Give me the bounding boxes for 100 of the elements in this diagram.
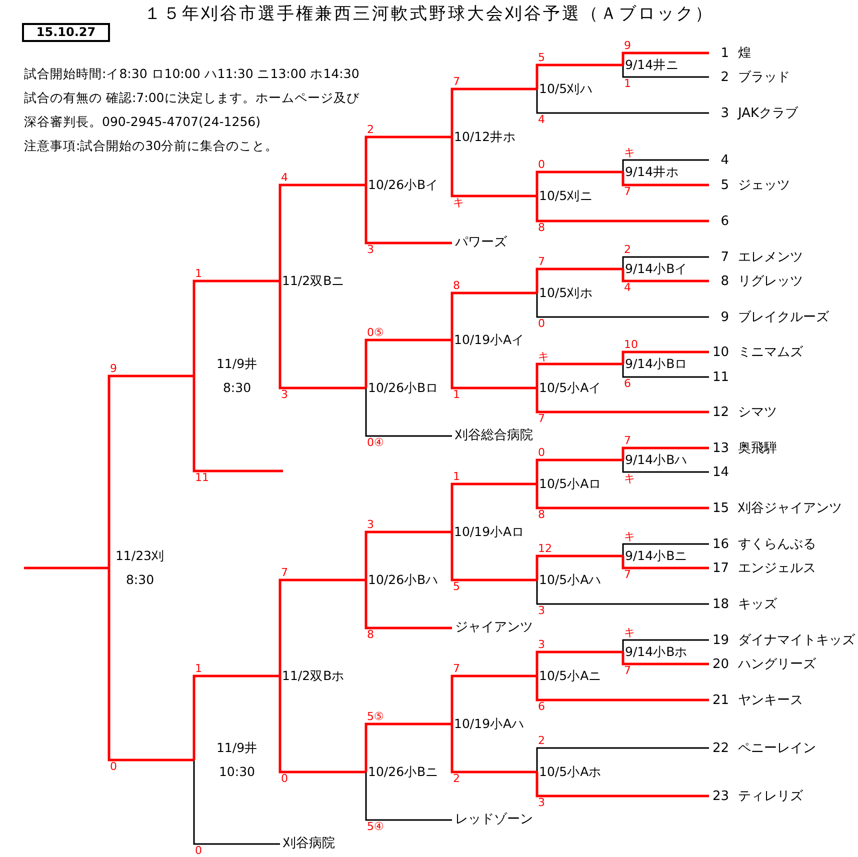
- score-label: 1: [624, 78, 631, 90]
- bracket-line: [364, 136, 452, 185]
- team-name: 刈谷病院: [280, 835, 335, 853]
- score-label: 0: [110, 761, 117, 773]
- score-label: 7: [453, 663, 460, 675]
- score-label: 8: [367, 629, 374, 641]
- score-label: 2: [624, 244, 631, 256]
- bracket-line: [622, 172, 709, 186]
- bracket-line: [622, 256, 709, 269]
- score-label: 5: [453, 581, 460, 593]
- bracket-line: [536, 196, 709, 222]
- score-label: 0: [538, 447, 545, 459]
- score-label: 1: [453, 389, 460, 401]
- team-name: 煌: [738, 45, 751, 62]
- match-label: 10/5小Aニ: [537, 668, 602, 684]
- bracket-line: [536, 362, 623, 388]
- match-label: 11/9井: [216, 740, 258, 756]
- match-label: 9/14井ニ: [623, 57, 680, 73]
- bracket-line: [278, 676, 366, 774]
- score-label: 0⑤: [367, 327, 384, 339]
- note-text: 試合開始時間:イ8:30 ロ10:00 ハ11:30 ニ13:00 ホ14:30: [24, 66, 360, 83]
- bracket-line: [622, 556, 709, 570]
- score-label: キ: [453, 197, 464, 209]
- bracket-line: [193, 760, 280, 845]
- team-name: ティレリズ: [738, 788, 803, 805]
- match-label: 9/14小Bイ: [623, 261, 688, 277]
- team-number: 22: [711, 740, 729, 756]
- match-label: 11/2双Bニ: [280, 273, 345, 289]
- date-label: 15.10.27: [22, 23, 110, 42]
- match-label: 9/14小Bハ: [623, 452, 688, 468]
- team-name: レッドゾーン: [452, 811, 533, 829]
- team-number: 20: [711, 656, 729, 672]
- bracket-line: [536, 64, 623, 89]
- team-name: キッズ: [738, 596, 777, 613]
- score-label: 4: [538, 114, 545, 126]
- bracket-line: [536, 676, 709, 702]
- bracket-line: [364, 580, 452, 630]
- bracket-line: [278, 281, 366, 390]
- match-label: 9/14小Bホ: [623, 644, 688, 660]
- team-name: JAKクラブ: [738, 105, 798, 122]
- match-time: 8:30: [126, 572, 154, 588]
- team-number: 3: [720, 106, 729, 120]
- score-label: 4: [281, 172, 288, 184]
- score-label: 8: [538, 509, 545, 521]
- score-label: 9: [624, 40, 631, 52]
- bracket-line: [364, 185, 452, 244]
- note-text: 深谷審判長。090-2945-4707(24-1256): [24, 114, 260, 131]
- team-number: 23: [711, 788, 729, 804]
- match-label: 10/5小Aロ: [537, 476, 602, 492]
- match-label: 10/5小Aホ: [537, 764, 602, 780]
- score-label: 7: [453, 76, 460, 88]
- score-label: 3: [538, 605, 545, 617]
- team-name: 刈谷ジャイアンツ: [738, 500, 842, 517]
- team-name: ジャイアンツ: [452, 619, 533, 637]
- score-label: 7: [624, 186, 631, 198]
- bracket-line: [365, 388, 452, 437]
- score-label: 7: [538, 413, 545, 425]
- team-name: ペニーレイン: [738, 740, 816, 757]
- bracket-line: [536, 268, 623, 293]
- match-label: 11/9井: [216, 356, 258, 372]
- score-label: 7: [281, 567, 288, 579]
- bracket-line: [536, 89, 709, 114]
- team-number: 8: [720, 274, 729, 288]
- score-label: 10: [624, 339, 638, 351]
- score-label: 9: [110, 363, 117, 375]
- match-label: 10/19小Aハ: [452, 716, 525, 732]
- team-number: 15: [711, 500, 729, 516]
- team-name: ミニマムズ: [738, 344, 803, 361]
- bracket-line: [622, 639, 709, 652]
- bracket-line: [536, 458, 623, 484]
- team-name: リグレッツ: [738, 273, 803, 290]
- bracket-line: [192, 376, 283, 472]
- match-label: 11/2双Bホ: [280, 668, 345, 684]
- score-label: 1: [453, 471, 460, 483]
- match-label: 10/12井ホ: [452, 129, 516, 145]
- team-name: 奥飛騨: [738, 440, 777, 457]
- team-number: 21: [711, 692, 729, 708]
- bracket-line: [24, 566, 109, 570]
- score-label: 3: [538, 639, 545, 651]
- bracket-line: [450, 88, 537, 137]
- team-number: 17: [711, 560, 729, 576]
- score-label: 0④: [367, 437, 384, 449]
- bracket-line: [536, 580, 709, 605]
- team-name: ヤンキース: [738, 692, 803, 709]
- match-label: 9/14小Bニ: [623, 548, 688, 564]
- score-label: 7: [624, 665, 631, 677]
- score-label: 11: [195, 472, 209, 484]
- team-name: エレメンツ: [738, 249, 803, 266]
- score-label: 0: [281, 773, 288, 785]
- score-label: 8: [538, 222, 545, 234]
- score-label: 1: [195, 268, 202, 280]
- score-label: キ: [624, 531, 635, 543]
- team-number: 18: [711, 596, 729, 612]
- score-label: 0: [538, 318, 545, 330]
- bracket-line: [536, 554, 623, 580]
- score-label: 5: [538, 52, 545, 64]
- team-number: 19: [711, 632, 729, 648]
- match-label: 10/26小Bハ: [366, 572, 439, 588]
- bracket-line: [536, 650, 623, 676]
- bracket-line: [622, 159, 709, 172]
